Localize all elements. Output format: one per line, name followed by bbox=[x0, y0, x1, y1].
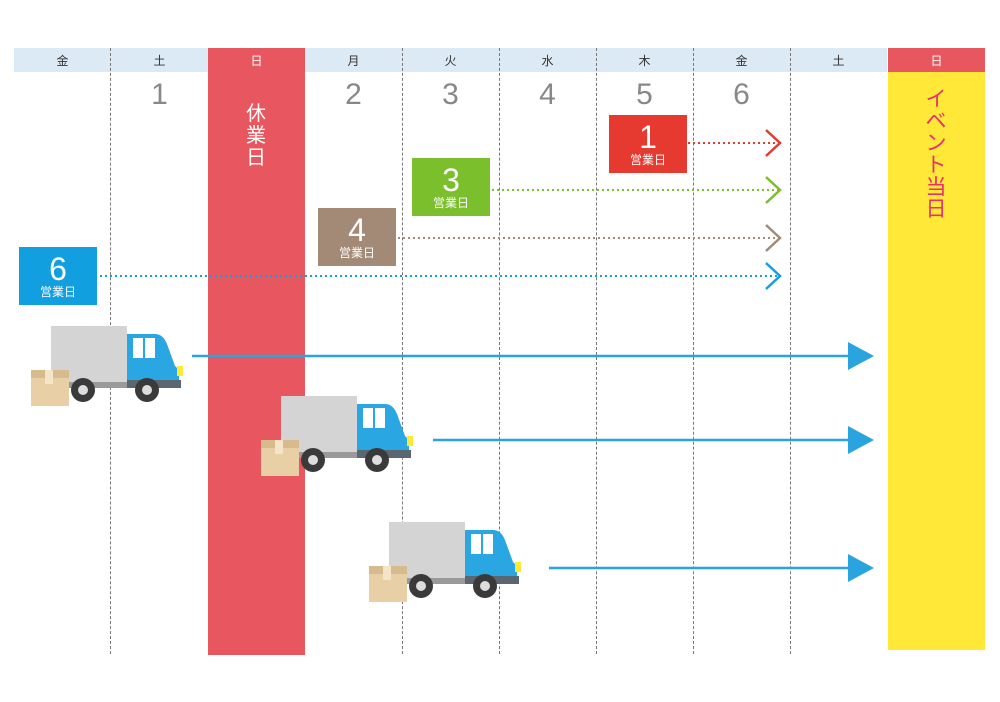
badge-number: 6 bbox=[49, 251, 67, 287]
badge-number: 3 bbox=[442, 162, 460, 198]
arrow-head-icon bbox=[848, 426, 874, 454]
badge-number: 4 bbox=[348, 212, 366, 248]
date-number: 3 bbox=[442, 78, 459, 111]
badge-label: 営業日 bbox=[629, 153, 666, 167]
day-separator bbox=[499, 48, 500, 654]
date-number: 2 bbox=[345, 78, 362, 111]
day-separator bbox=[790, 48, 791, 654]
badge-number: 1 bbox=[639, 119, 657, 155]
date-number: 4 bbox=[539, 78, 556, 111]
day-separator bbox=[402, 48, 403, 654]
event-day-label: イベント当日 bbox=[925, 87, 947, 221]
header-day-3: 月 bbox=[305, 48, 402, 72]
header-day-6: 木 bbox=[596, 48, 693, 72]
header-day-1: 土 bbox=[111, 48, 208, 72]
delivery-truck-icon bbox=[369, 522, 521, 602]
header-day-9: 日 bbox=[888, 48, 985, 72]
badge-label: 営業日 bbox=[39, 285, 76, 299]
day-separator bbox=[596, 48, 597, 654]
lead-time-badge-6: 6 営業日 bbox=[19, 247, 97, 305]
header-day-0: 金 bbox=[14, 48, 111, 72]
holiday-column bbox=[208, 72, 305, 655]
header-day-2: 日 bbox=[208, 48, 305, 72]
chevron-right-icon bbox=[765, 176, 782, 204]
arrow-head-icon bbox=[848, 342, 874, 370]
event-day-column bbox=[888, 72, 985, 650]
day-separator bbox=[693, 48, 694, 654]
chevron-right-icon bbox=[765, 129, 782, 157]
lead-time-badge-4: 4 営業日 bbox=[318, 208, 396, 266]
chevron-right-icon bbox=[765, 262, 782, 290]
header-day-4: 火 bbox=[402, 48, 499, 72]
badge-label: 営業日 bbox=[338, 246, 375, 260]
date-number: 5 bbox=[636, 78, 653, 111]
lead-time-badge-1: 1 営業日 bbox=[609, 115, 687, 173]
lead-time-badge-3: 3 営業日 bbox=[412, 158, 490, 216]
delivery-truck-icon bbox=[31, 326, 183, 406]
date-number: 1 bbox=[151, 78, 168, 111]
chevron-right-icon bbox=[765, 224, 782, 252]
header-day-8: 土 bbox=[790, 48, 887, 72]
header-day-5: 水 bbox=[499, 48, 596, 72]
holiday-label: 休業日 bbox=[246, 101, 266, 169]
arrow-head-icon bbox=[848, 554, 874, 582]
date-number: 6 bbox=[733, 78, 750, 111]
header-day-7: 金 bbox=[693, 48, 790, 72]
delivery-truck-icon bbox=[261, 396, 413, 476]
badge-label: 営業日 bbox=[432, 196, 469, 210]
